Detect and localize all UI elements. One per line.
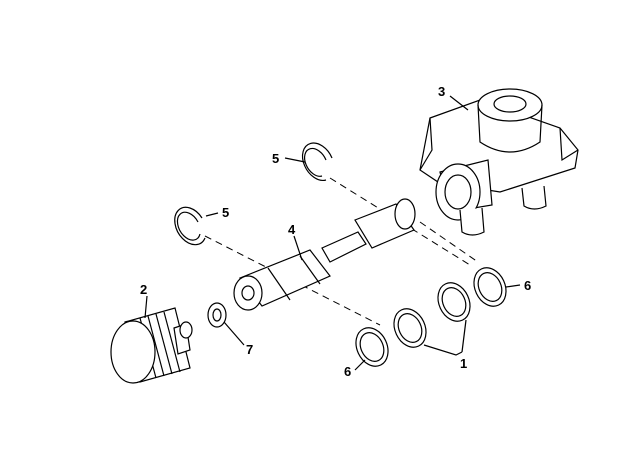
callout-3: 3 <box>438 84 445 99</box>
knob <box>110 307 193 384</box>
callout-5-left: 5 <box>222 205 229 220</box>
o-ring-1a <box>393 308 427 348</box>
callout-2: 2 <box>140 282 147 297</box>
callout-5-upper: 5 <box>272 151 279 166</box>
callout-7: 7 <box>246 342 253 357</box>
o-ring-6b <box>473 267 507 307</box>
snap-ring-left <box>174 206 206 246</box>
washer <box>207 302 227 328</box>
o-ring-1b <box>437 282 471 322</box>
spool <box>233 198 416 311</box>
valve-body <box>419 88 579 236</box>
callout-6-lower: 6 <box>344 364 351 379</box>
callout-4: 4 <box>288 222 296 237</box>
callout-1: 1 <box>460 356 467 371</box>
o-ring-6a <box>355 327 389 367</box>
snap-ring-upper <box>302 142 333 181</box>
callout-6-right: 6 <box>524 278 531 293</box>
leader-lines <box>144 95 521 371</box>
